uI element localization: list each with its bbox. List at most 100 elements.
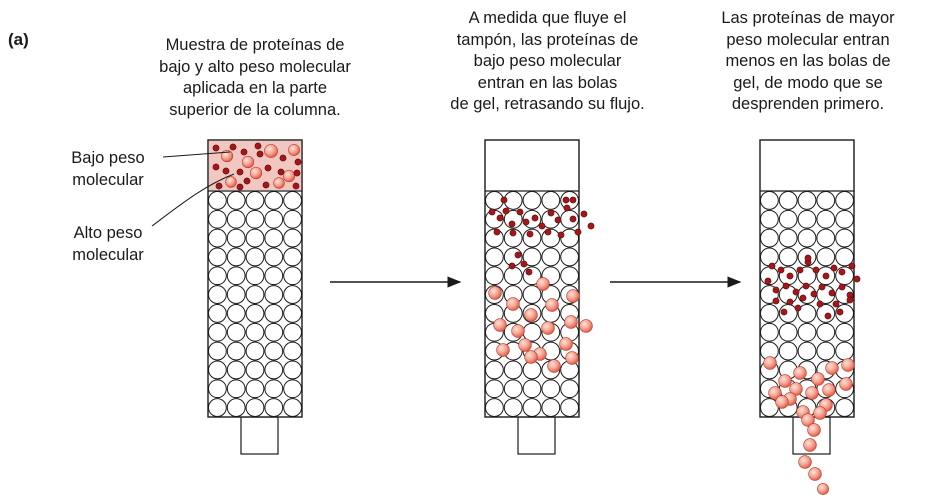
large-protein: [524, 308, 538, 322]
gel-bead: [560, 266, 579, 286]
column-initial: [207, 139, 303, 455]
label-line: molecular: [72, 170, 144, 189]
large-protein: [789, 382, 803, 396]
gel-bead: [208, 398, 227, 417]
gel-bead: [245, 398, 265, 417]
gel-bead: [264, 379, 284, 399]
small-protein: [240, 148, 248, 156]
gel-bead: [226, 379, 246, 399]
gel-bead: [245, 228, 265, 248]
small-protein: [562, 196, 570, 204]
caption-line: entran en las bolas: [477, 73, 618, 92]
gel-bead: [522, 379, 542, 399]
column-final: [759, 139, 861, 495]
small-protein: [557, 231, 565, 239]
gel-bead: [522, 247, 542, 267]
gel-bead: [760, 191, 779, 210]
small-protein: [818, 283, 826, 291]
gel-bead: [778, 191, 798, 210]
small-protein: [794, 304, 802, 312]
caption-line: bajo peso molecular: [473, 52, 622, 70]
gel-bead: [503, 360, 523, 380]
large-protein: [808, 467, 822, 481]
large-protein: [496, 343, 510, 357]
gel-bead: [226, 191, 246, 210]
large-protein: [803, 438, 817, 452]
small-protein: [531, 214, 539, 222]
caption-line: gel, de modo que se: [733, 73, 883, 92]
small-protein: [264, 164, 272, 172]
small-protein: [580, 210, 588, 218]
caption-sample-applied: Muestra de proteínas de bajo y alto peso…: [120, 35, 390, 121]
gel-bead: [816, 209, 836, 229]
gel-bead: [245, 247, 265, 267]
gel-bead: [226, 285, 246, 304]
gel-bead: [226, 341, 246, 361]
gel-bead: [522, 398, 542, 417]
gel-bead: [778, 341, 798, 361]
small-protein: [229, 143, 237, 151]
caption-line: Muestra de proteínas de: [165, 36, 345, 54]
gel-bead: [797, 191, 817, 210]
gel-bead: [264, 360, 284, 380]
small-protein: [563, 204, 571, 212]
gel-bead: [226, 398, 246, 417]
gel-bead: [797, 304, 817, 323]
large-protein: [282, 169, 296, 183]
gel-bead: [541, 398, 561, 417]
small-protein: [547, 209, 555, 217]
caption-line: Las proteínas de mayor: [721, 9, 895, 27]
small-protein: [768, 262, 776, 270]
gel-bead: [208, 379, 227, 399]
small-protein: [294, 158, 302, 166]
small-protein: [830, 264, 838, 272]
gel-bead: [503, 398, 523, 417]
gel-bead: [541, 191, 561, 210]
large-protein: [564, 315, 578, 329]
caption-line: peso molecular entran: [726, 30, 890, 49]
gel-bead: [560, 247, 579, 267]
small-protein: [822, 272, 830, 280]
small-protein: [538, 222, 546, 230]
large-protein: [813, 406, 827, 420]
small-protein: [846, 296, 854, 304]
small-protein: [780, 308, 788, 316]
sample-band: [209, 141, 301, 190]
small-protein: [786, 272, 794, 280]
small-protein: [212, 144, 220, 152]
small-protein: [509, 229, 517, 237]
gel-bead: [797, 341, 817, 361]
gel-bead: [522, 360, 542, 380]
caption-line: menos en las bolas de: [725, 52, 891, 70]
large-protein: [288, 144, 300, 156]
small-protein: [772, 297, 780, 305]
gel-bead: [264, 398, 284, 417]
large-protein: [545, 298, 559, 312]
small-protein: [554, 216, 562, 224]
gel-bead: [778, 209, 798, 229]
column-middle: [484, 139, 595, 455]
gel-bead: [264, 322, 284, 342]
small-protein: [802, 282, 810, 290]
small-protein: [292, 182, 300, 190]
gel-bead: [485, 247, 504, 267]
large-protein: [536, 277, 550, 291]
gel-bead: [264, 209, 284, 229]
small-protein: [786, 298, 794, 306]
small-protein: [796, 266, 804, 274]
gel-bead: [264, 304, 284, 323]
panel-label: (a): [8, 30, 29, 49]
small-protein: [243, 177, 251, 185]
gel-bead: [283, 379, 303, 399]
caption-line: desprenden primero.: [731, 95, 885, 113]
gel-bead: [208, 360, 227, 380]
large-protein: [518, 338, 532, 352]
large-protein: [565, 351, 579, 365]
gel-bead: [245, 322, 265, 342]
gel-bead: [835, 398, 854, 417]
small-protein: [212, 163, 220, 171]
gel-bead: [264, 341, 284, 361]
large-protein: [793, 366, 807, 380]
gel-bead: [760, 247, 779, 267]
gel-bead: [816, 247, 836, 267]
